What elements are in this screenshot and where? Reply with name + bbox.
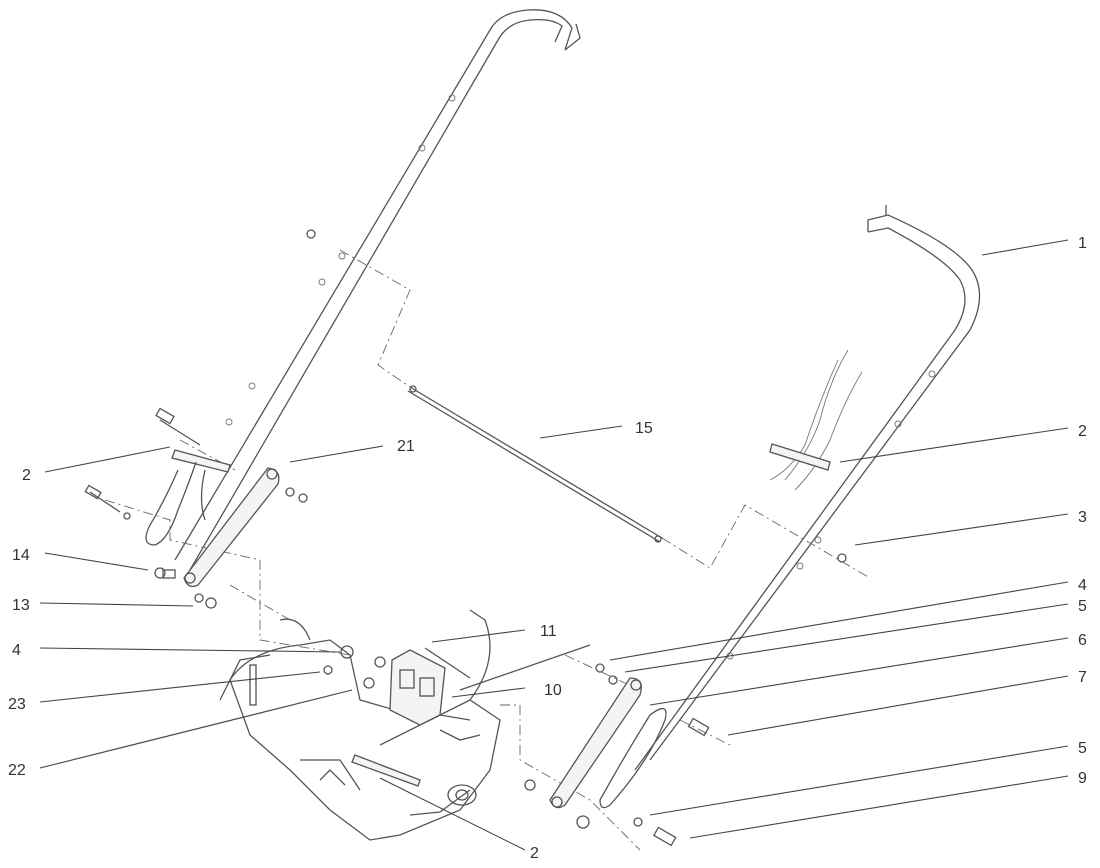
- callout-3: 3: [1078, 509, 1087, 526]
- callout-21: 21: [397, 438, 415, 455]
- mounting-bracket: [323, 609, 591, 726]
- callout-22: 22: [8, 762, 26, 779]
- left-bracket-assembly: [84, 407, 308, 609]
- left-handle-tube: [174, 9, 581, 571]
- control-cable: [769, 349, 863, 491]
- leader-lines: [39, 239, 1069, 851]
- right-handle-tube: [634, 205, 981, 771]
- callout-4-left: 4: [12, 642, 21, 659]
- callout-10: 10: [544, 682, 562, 699]
- callout-5-upper: 5: [1078, 598, 1087, 615]
- callout-4-right: 4: [1078, 577, 1087, 594]
- callout-23: 23: [8, 696, 26, 713]
- callout-9: 9: [1078, 770, 1087, 787]
- callout-1: 1: [1078, 235, 1087, 252]
- callout-6: 6: [1078, 632, 1087, 649]
- mower-deck: [219, 618, 501, 841]
- callout-2-right: 2: [1078, 423, 1087, 440]
- callout-5-lower: 5: [1078, 740, 1087, 757]
- callout-7: 7: [1078, 669, 1087, 686]
- callout-15: 15: [635, 420, 653, 437]
- callout-labels: 1 2 3 4 5 6 7 5 9 15 21 2 14 13 4 23 22 …: [8, 235, 1087, 862]
- connecting-rod: [407, 385, 663, 543]
- right-lower-lever: [524, 553, 847, 847]
- callout-14: 14: [12, 547, 30, 564]
- callout-13: 13: [12, 597, 30, 614]
- callout-2-bottom: 2: [530, 845, 539, 862]
- callout-11: 11: [540, 623, 557, 640]
- callout-2-left: 2: [22, 467, 31, 484]
